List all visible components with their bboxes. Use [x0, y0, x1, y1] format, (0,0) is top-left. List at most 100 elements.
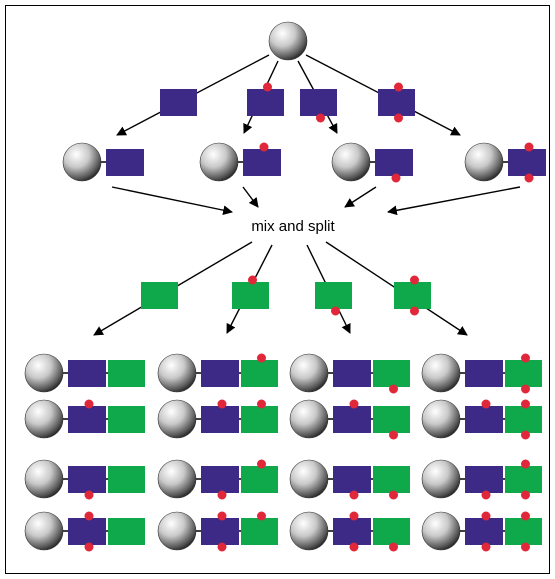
- sphere-icon: [24, 353, 64, 393]
- red-dot-icon: [257, 511, 266, 521]
- green-block: [241, 406, 278, 433]
- purple-block: [465, 406, 503, 433]
- sphere-icon: [289, 511, 329, 551]
- purple-block: [106, 149, 144, 176]
- purple-block: [333, 518, 371, 545]
- red-dot-icon: [521, 511, 530, 521]
- mix-and-split-label: mix and split: [251, 218, 335, 235]
- green-block: [373, 360, 410, 387]
- sphere-icon: [24, 399, 64, 439]
- sphere-icon: [421, 511, 461, 551]
- sphere-icon: [421, 459, 461, 499]
- green-block: [141, 282, 178, 309]
- red-dot-icon: [521, 430, 530, 440]
- purple-block: [68, 360, 106, 387]
- red-dot-icon: [521, 459, 530, 469]
- purple-block: [68, 466, 106, 493]
- red-dot-icon: [217, 511, 227, 521]
- sphere-icon: [464, 142, 504, 182]
- red-dot-icon: [349, 490, 359, 500]
- red-dot-icon: [331, 306, 340, 316]
- red-dot-icon: [257, 353, 266, 363]
- green-block: [505, 466, 542, 493]
- red-dot-icon: [394, 113, 403, 123]
- green-block: [108, 360, 145, 387]
- red-dot-icon: [259, 142, 269, 152]
- purple-block: [68, 406, 106, 433]
- red-dot-icon: [263, 82, 272, 92]
- sphere-icon: [157, 399, 197, 439]
- arrow: [387, 186, 521, 216]
- green-block: [108, 518, 145, 545]
- arrow: [344, 186, 377, 208]
- purple-block: [333, 406, 371, 433]
- sphere-icon: [289, 399, 329, 439]
- shapes-layer: [24, 21, 546, 552]
- green-block: [505, 406, 542, 433]
- red-dot-icon: [257, 459, 266, 469]
- sphere-icon: [24, 459, 64, 499]
- purple-block: [375, 149, 413, 176]
- purple-block: [300, 89, 337, 116]
- red-dot-icon: [84, 399, 94, 409]
- green-block: [505, 518, 542, 545]
- red-dot-icon: [389, 384, 398, 394]
- red-dot-icon: [481, 490, 491, 500]
- sphere-icon: [157, 459, 197, 499]
- red-dot-icon: [524, 142, 534, 152]
- purple-block: [465, 360, 503, 387]
- red-dot-icon: [391, 173, 401, 183]
- red-dot-icon: [524, 173, 534, 183]
- purple-block: [201, 466, 239, 493]
- red-dot-icon: [410, 275, 419, 285]
- red-dot-icon: [349, 399, 359, 409]
- purple-block: [243, 149, 281, 176]
- purple-block: [201, 518, 239, 545]
- purple-block: [465, 466, 503, 493]
- red-dot-icon: [389, 430, 398, 440]
- purple-block: [465, 518, 503, 545]
- sphere-icon: [157, 353, 197, 393]
- sphere-icon: [421, 399, 461, 439]
- sphere-icon: [268, 21, 308, 61]
- green-block: [241, 466, 278, 493]
- green-block: [315, 282, 352, 309]
- red-dot-icon: [394, 82, 403, 92]
- green-block: [373, 406, 410, 433]
- sphere-icon: [289, 459, 329, 499]
- red-dot-icon: [521, 542, 530, 552]
- red-dot-icon: [521, 490, 530, 500]
- arrow: [111, 186, 233, 215]
- red-dot-icon: [316, 113, 325, 123]
- green-block: [373, 466, 410, 493]
- red-dot-icon: [481, 542, 491, 552]
- purple-block: [378, 89, 415, 116]
- red-dot-icon: [389, 490, 398, 500]
- green-block: [232, 282, 269, 309]
- red-dot-icon: [481, 511, 491, 521]
- red-dot-icon: [248, 275, 257, 285]
- red-dot-icon: [217, 490, 227, 500]
- red-dot-icon: [481, 399, 491, 409]
- purple-block: [160, 89, 197, 116]
- red-dot-icon: [217, 542, 227, 552]
- green-block: [108, 466, 145, 493]
- sphere-icon: [199, 142, 239, 182]
- red-dot-icon: [521, 353, 530, 363]
- purple-block: [247, 89, 284, 116]
- red-dot-icon: [521, 399, 530, 409]
- sphere-icon: [331, 142, 371, 182]
- red-dot-icon: [84, 511, 94, 521]
- sphere-icon: [157, 511, 197, 551]
- green-block: [394, 282, 431, 309]
- arrow: [242, 186, 259, 208]
- red-dot-icon: [389, 542, 398, 552]
- purple-block: [508, 149, 546, 176]
- red-dot-icon: [349, 511, 359, 521]
- green-block: [373, 518, 410, 545]
- sphere-icon: [421, 353, 461, 393]
- sphere-icon: [24, 511, 64, 551]
- red-dot-icon: [349, 542, 359, 552]
